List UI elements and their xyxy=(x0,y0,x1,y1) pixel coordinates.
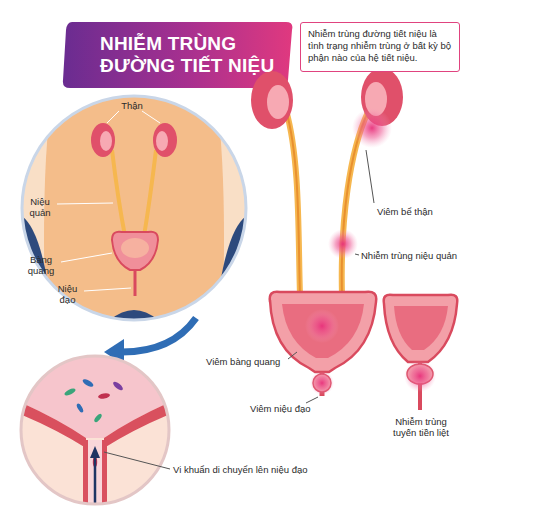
illustration-part xyxy=(404,360,436,392)
illustration-part xyxy=(57,203,113,204)
part-label: Viêm bể thận xyxy=(377,206,467,217)
definition-text: Nhiễm trùng đường tiết niệu là tình trạn… xyxy=(308,28,452,64)
illustration-part xyxy=(22,96,246,320)
illustration-part xyxy=(76,403,85,414)
part-label: Bàng quang xyxy=(22,254,60,277)
illustration-part xyxy=(286,110,300,296)
illustration-part xyxy=(88,440,102,510)
part-label: Viêm niệu đạo xyxy=(250,403,330,414)
illustration-part xyxy=(20,402,86,448)
illustration-part xyxy=(64,387,77,397)
part-label: Nhiễm trùng niệu quản xyxy=(361,250,491,261)
illustration-part xyxy=(44,94,224,330)
leader-lines xyxy=(288,150,374,403)
urinary-system xyxy=(251,68,457,410)
part-label: Nhiễm trùng tuyến tiền liệt xyxy=(386,416,456,439)
illustration-part xyxy=(366,150,374,203)
illustration-part xyxy=(91,123,115,157)
zoom-arrow xyxy=(122,318,196,352)
illustration-part xyxy=(93,413,103,423)
illustration-part xyxy=(83,440,88,510)
illustration-part xyxy=(61,253,112,262)
illustration-part xyxy=(121,238,149,258)
illustration-part xyxy=(107,111,119,123)
illustration-part xyxy=(142,111,160,123)
illustration-part xyxy=(134,270,137,296)
illustration-part xyxy=(144,150,156,236)
illustration-part xyxy=(282,304,364,358)
illustration-part xyxy=(267,85,289,119)
illustration-part xyxy=(352,108,392,148)
illustration-part xyxy=(20,355,170,438)
illustration-part xyxy=(94,458,97,505)
part-label: Thận xyxy=(119,100,145,111)
illustration-part xyxy=(100,131,112,151)
illustration-part xyxy=(84,288,131,291)
illustration-part xyxy=(112,380,124,392)
illustration-part xyxy=(288,352,297,359)
illustration-part xyxy=(102,440,107,510)
zoom-view xyxy=(20,355,170,510)
illustration-part xyxy=(112,150,125,236)
illustration-part xyxy=(394,306,448,350)
leader-lines xyxy=(57,111,160,291)
illustration-part xyxy=(251,71,293,129)
illustration-part xyxy=(305,309,339,343)
illustration-part xyxy=(328,229,358,259)
part-label: Viêm bàng quang xyxy=(206,356,288,367)
part-label: Niệu quản xyxy=(24,196,56,219)
illustration-part xyxy=(306,397,318,403)
leader-line xyxy=(104,452,170,469)
illustration-part xyxy=(112,232,158,270)
illustration-part xyxy=(20,355,170,505)
illustration-part xyxy=(355,254,359,255)
body-view xyxy=(20,94,250,330)
illustration-part xyxy=(384,295,458,362)
illustration-part xyxy=(21,356,169,504)
title-text: NHIỄM TRÙNG ĐƯỜNG TIẾT NIỆU xyxy=(100,33,300,77)
illustration-part xyxy=(286,110,300,296)
part-label: Vi khuẩn di chuyển lên niệu đạo xyxy=(173,464,343,475)
illustration-part xyxy=(310,371,334,395)
part-label: Niệu đạo xyxy=(52,283,83,306)
illustration-part xyxy=(90,446,100,458)
illustration-part xyxy=(270,292,377,372)
illustration-part xyxy=(156,131,168,151)
illustration-part xyxy=(153,123,177,157)
illustration-part xyxy=(98,392,111,399)
definition-box: Nhiễm trùng đường tiết niệu là tình trạn… xyxy=(300,22,460,72)
illustration-part xyxy=(82,378,95,388)
illustration-part xyxy=(104,402,170,448)
